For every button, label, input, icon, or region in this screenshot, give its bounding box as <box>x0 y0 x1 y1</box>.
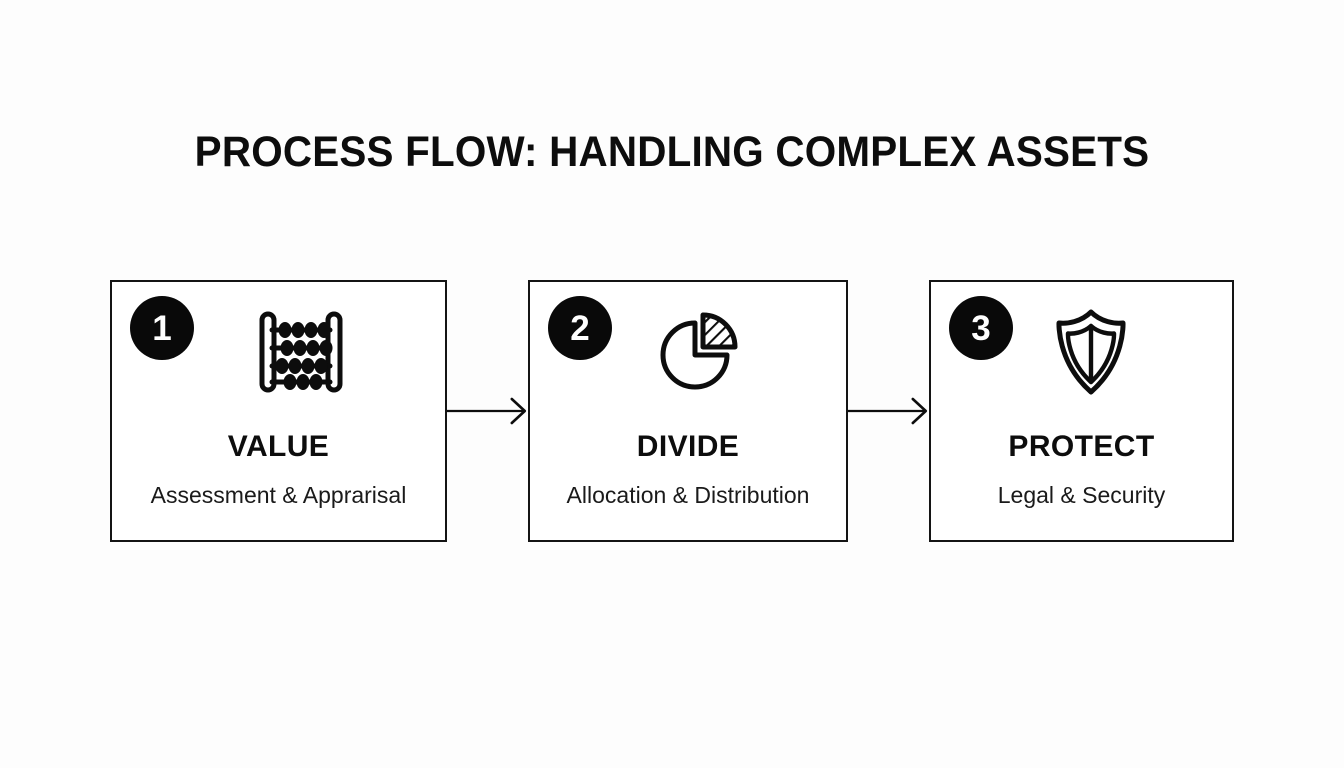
arrow-right-icon <box>447 396 528 426</box>
step-subtitle-2: Allocation & Distribution <box>566 482 810 508</box>
process-step-card-3[interactable]: 3 PROTECT Legal & Security <box>929 280 1234 542</box>
step-heading-2: DIVIDE <box>636 430 740 463</box>
step-number-badge-2: 2 <box>548 296 612 360</box>
connector-2 <box>848 280 929 542</box>
connector-1 <box>447 280 528 542</box>
abacus-icon <box>112 304 445 400</box>
step-subtitle-3: Legal & Security <box>997 482 1166 508</box>
step-heading-3: PROTECT <box>1008 430 1155 463</box>
page-title: PROCESS FLOW: HANDLING COMPLEX ASSETS <box>194 128 1150 176</box>
arrow-right-icon <box>848 396 929 426</box>
process-step-card-2[interactable]: 2 DIVIDE Allocation & Distributi <box>528 280 848 542</box>
process-flow-row: 1 <box>110 280 1234 542</box>
step-subtitle-1: Assessment & Apprarisal <box>150 482 407 508</box>
step-heading-1: VALUE <box>227 430 330 463</box>
step-number-badge-1: 1 <box>130 296 194 360</box>
step-number-badge-3: 3 <box>949 296 1013 360</box>
process-step-card-1[interactable]: 1 <box>110 280 447 542</box>
shield-icon <box>931 304 1232 400</box>
pie-chart-exploded-icon <box>530 304 846 400</box>
